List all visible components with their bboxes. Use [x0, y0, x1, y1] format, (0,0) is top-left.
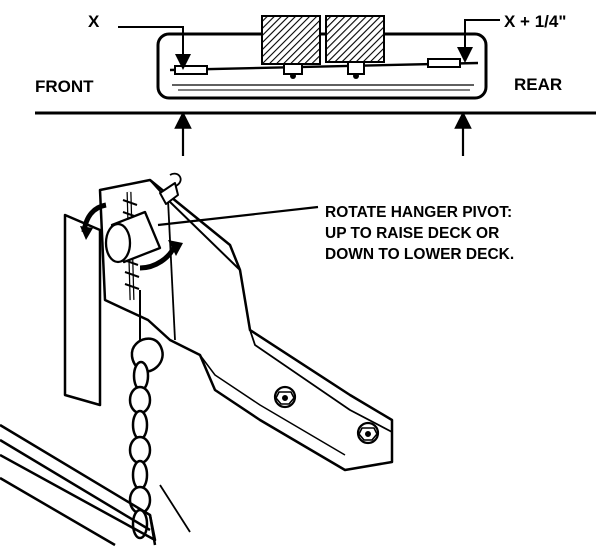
- hatched-block-right: [325, 15, 385, 63]
- deck-section-view: [35, 15, 596, 156]
- callout-leader: [157, 205, 319, 227]
- x-leader: [118, 26, 191, 70]
- rear-label: REAR: [514, 75, 563, 94]
- bolt-upper: [273, 385, 297, 409]
- callout-line-2: UP TO RAISE DECK OR: [325, 225, 500, 242]
- x-label: X: [88, 12, 100, 31]
- x-plus-leader: [457, 19, 500, 63]
- x-plus-quarter-label: X + 1/4": [504, 12, 567, 31]
- hanger-assembly: [0, 172, 394, 547]
- bolt-lower: [356, 421, 380, 445]
- front-label: FRONT: [35, 77, 94, 96]
- rotate-instruction-callout: ROTATE HANGER PIVOT: UP TO RAISE DECK OR…: [325, 202, 514, 265]
- hanger-pivot: [104, 210, 162, 264]
- chain: [128, 337, 164, 540]
- callout-line-3: DOWN TO LOWER DECK.: [325, 246, 515, 263]
- callout-line-1: ROTATE HANGER PIVOT:: [325, 204, 513, 221]
- hatched-block-left: [261, 15, 321, 65]
- deck-edge: [0, 423, 157, 547]
